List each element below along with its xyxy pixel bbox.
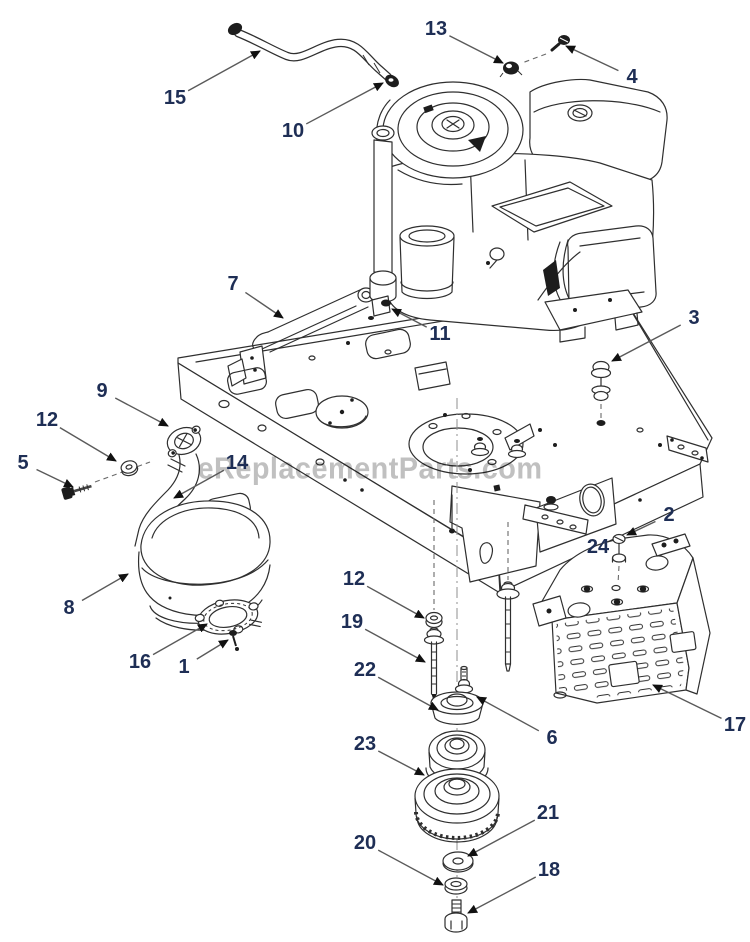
callout-24: 24 [587, 536, 610, 558]
callout-2: 2 [663, 504, 674, 526]
callout-4: 4 [626, 66, 638, 88]
callout-arrow-2 [626, 520, 656, 536]
dipstick-tube [369, 125, 397, 303]
watermark: eReplacementParts.com [198, 451, 543, 486]
drive-pulley [414, 768, 500, 843]
shoulder-bolt-3 [590, 360, 612, 426]
callout-10: 10 [282, 120, 304, 142]
heat-shield [252, 287, 375, 353]
callout-arrow-16 [152, 623, 208, 656]
muffler-gasket [194, 599, 263, 635]
callout-arrow-11 [391, 308, 428, 328]
mounting-screw-and-nut [499, 35, 570, 78]
engine-base-bracket [544, 289, 643, 343]
callout-17: 17 [724, 714, 746, 736]
callout-12-14: 12 [343, 568, 365, 590]
callout-arrow-7 [245, 291, 284, 319]
callout-22: 22 [354, 659, 376, 681]
callout-9: 9 [96, 380, 107, 402]
callout-12-8: 12 [36, 409, 58, 431]
callout-5: 5 [17, 452, 28, 474]
callout-18: 18 [538, 859, 560, 881]
flywheel-shroud [376, 81, 524, 186]
callout-13: 13 [425, 18, 447, 40]
callout-11: 11 [429, 323, 450, 345]
callout-arrow-18 [467, 876, 537, 914]
callout-arrow-17 [652, 684, 722, 720]
exhaust-flange-gasket [166, 425, 202, 458]
callout-arrow-19 [364, 628, 426, 663]
air-cleaner [491, 181, 613, 233]
belt-cover-side [676, 557, 711, 695]
callout-21: 21 [537, 802, 559, 824]
idler-bolt [423, 627, 445, 702]
spacer-cup [430, 691, 484, 725]
frame [177, 285, 713, 594]
callout-arrow-3 [611, 324, 682, 362]
callout-arrow-1 [196, 639, 229, 660]
callout-6: 6 [546, 727, 557, 749]
engine-mount-bolt [381, 299, 391, 307]
callout-3: 3 [688, 307, 699, 329]
callout-arrow-5 [36, 468, 74, 488]
callout-20: 20 [354, 832, 376, 854]
engine-mount-opening [408, 412, 535, 475]
callout-1: 1 [178, 656, 189, 678]
oil-filter [399, 225, 455, 300]
flange-bolt [61, 484, 92, 500]
callout-arrow-22 [377, 676, 439, 711]
callout-arrow-12 [59, 427, 117, 462]
callout-arrow-9 [114, 397, 169, 427]
callout-arrow-8 [81, 573, 129, 602]
flat-washer [442, 851, 474, 873]
callout-8: 8 [63, 597, 74, 619]
cover-screw [611, 533, 627, 592]
kidney-slot [479, 542, 494, 564]
callout-7: 7 [227, 273, 238, 295]
shoulder-bolt-6 [454, 665, 474, 694]
callout-19: 19 [341, 611, 363, 633]
callout-arrow-10 [305, 82, 384, 125]
callout-arrow-14 [173, 469, 225, 499]
lock-nut [444, 877, 468, 895]
breather-tube [227, 22, 399, 88]
frame-right-bracket [666, 435, 709, 463]
callout-14: 14 [226, 452, 249, 474]
frame-boss [315, 395, 369, 429]
hex-bolt [444, 899, 468, 933]
hanging-bracket [449, 477, 617, 583]
callout-23: 23 [354, 733, 376, 755]
deck-clip [414, 361, 451, 391]
engine [368, 78, 668, 343]
callout-arrow-21 [467, 819, 536, 857]
mount-bolt-right [496, 581, 520, 672]
deck-mount-bolts [470, 437, 527, 492]
callout-arrow-13 [449, 35, 504, 64]
belt-cover [532, 533, 711, 704]
flange-nut-lower [425, 611, 443, 629]
tube-fitting-left [227, 22, 243, 36]
flange-nut [120, 460, 139, 477]
speed-nut [499, 61, 523, 78]
callout-16: 16 [129, 651, 151, 673]
callout-arrow-4 [565, 45, 619, 72]
callout-arrow-20 [377, 849, 444, 886]
callout-15: 15 [164, 87, 186, 109]
pulley-stack [414, 691, 500, 933]
callout-arrow-23 [377, 750, 425, 776]
callout-arrow-15 [187, 50, 261, 92]
starter-motor [567, 225, 657, 315]
callout-arrow-12 [366, 585, 425, 619]
gasket-bolt [229, 630, 239, 651]
callout-arrow-6 [476, 696, 540, 732]
